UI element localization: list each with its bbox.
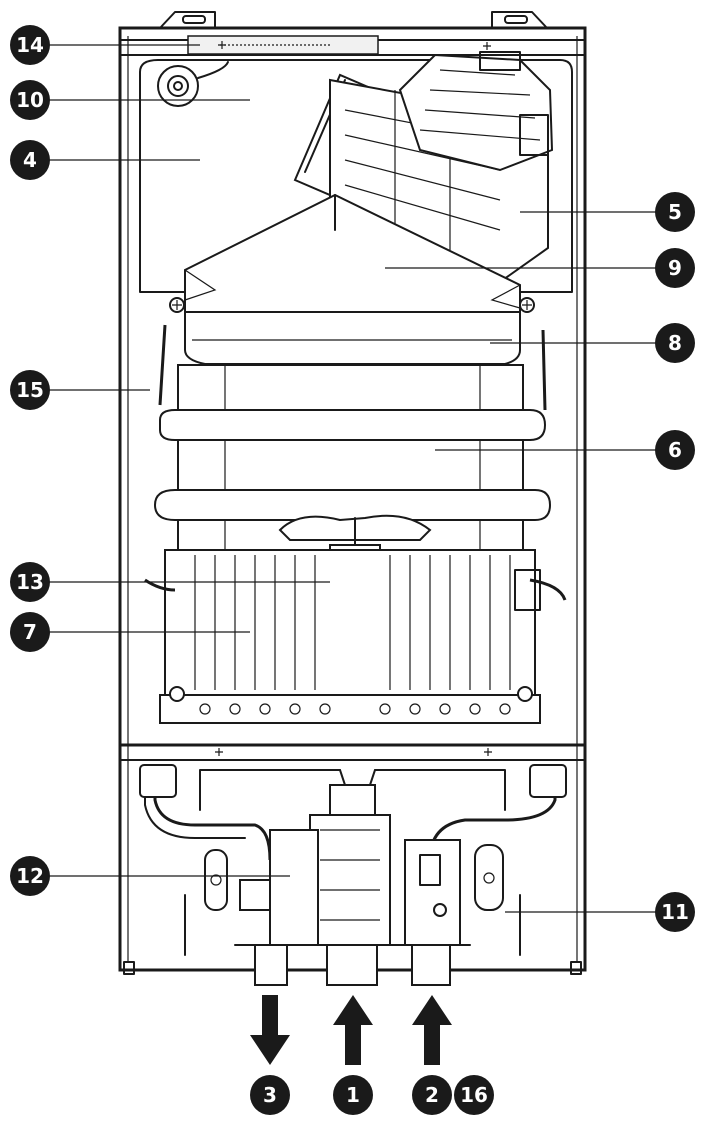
svg-text:9: 9	[668, 256, 682, 280]
callout-16: 16	[454, 1075, 494, 1115]
arrow-inlet-2	[412, 995, 452, 1065]
arrow-inlet-1	[333, 995, 373, 1065]
callout-6: 6	[655, 430, 695, 470]
svg-text:13: 13	[16, 570, 44, 594]
callout-8: 8	[655, 323, 695, 363]
svg-text:5: 5	[668, 200, 682, 224]
callout-14: 14	[10, 25, 50, 65]
svg-text:6: 6	[668, 438, 682, 462]
svg-text:7: 7	[23, 620, 37, 644]
svg-text:8: 8	[668, 331, 682, 355]
svg-text:16: 16	[460, 1083, 488, 1107]
callout-9: 9	[655, 248, 695, 288]
callout-11: 11	[655, 892, 695, 932]
arrow-outlet-3	[250, 995, 290, 1065]
lower-partition	[119, 743, 586, 761]
callout-7: 7	[10, 612, 50, 652]
callout-15: 15	[10, 370, 50, 410]
svg-text:12: 12	[16, 864, 44, 888]
flow-arrows	[250, 995, 452, 1065]
callout-2: 2	[412, 1075, 452, 1115]
svg-text:15: 15	[16, 378, 44, 402]
svg-text:3: 3	[263, 1083, 277, 1107]
callout-10: 10	[10, 80, 50, 120]
callouts: 14 10 4 5 9 8 15 6 13 7 12 11 3 1 2	[10, 25, 695, 1115]
callout-3: 3	[250, 1075, 290, 1115]
callout-13: 13	[10, 562, 50, 602]
svg-text:4: 4	[23, 148, 37, 172]
svg-text:2: 2	[425, 1083, 439, 1107]
callout-12: 12	[10, 856, 50, 896]
leader-lines	[40, 44, 665, 913]
callout-5: 5	[655, 192, 695, 232]
callout-4: 4	[10, 140, 50, 180]
flue-collector	[184, 311, 521, 365]
sealed-chamber	[139, 59, 573, 293]
svg-text:1: 1	[346, 1083, 360, 1107]
callout-1: 1	[333, 1075, 373, 1115]
svg-text:14: 14	[16, 33, 44, 57]
svg-text:10: 10	[16, 88, 44, 112]
burner	[144, 549, 567, 724]
svg-text:11: 11	[661, 900, 689, 924]
hydraulic-group	[139, 764, 567, 986]
flue-hood	[169, 193, 535, 313]
